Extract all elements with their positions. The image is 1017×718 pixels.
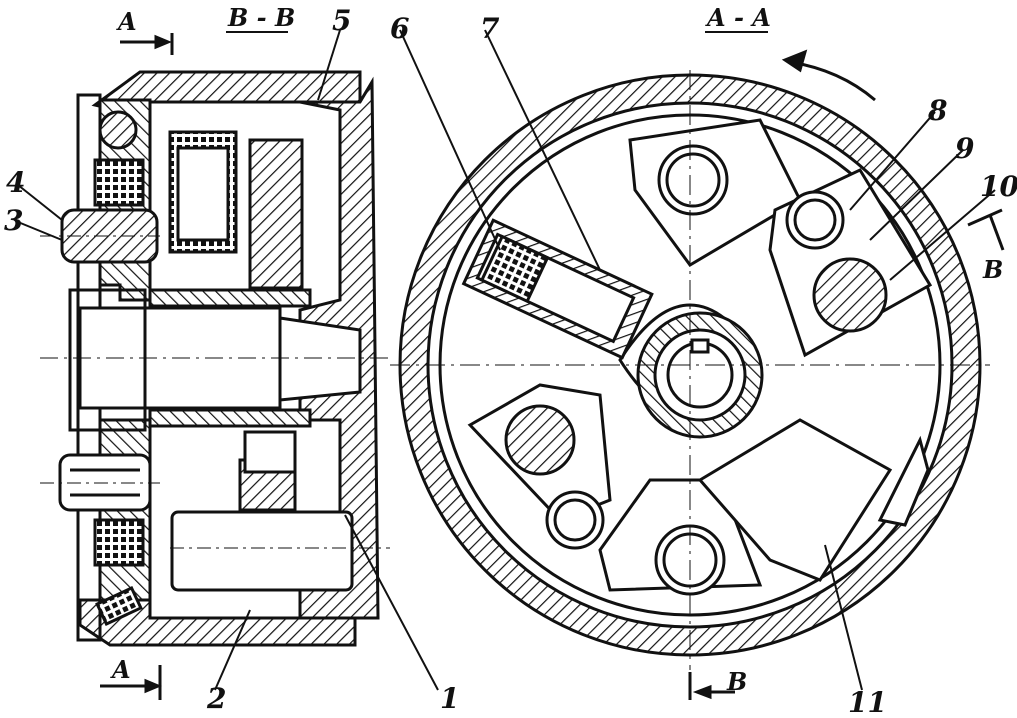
cut-marks-left xyxy=(100,33,174,700)
left-section-view xyxy=(40,70,390,647)
pin-left xyxy=(504,404,576,476)
leader-lines xyxy=(17,29,996,691)
callout-6: 6 xyxy=(390,12,409,45)
callout-2: 2 xyxy=(206,682,226,715)
armature-upper xyxy=(248,138,304,290)
bearing-top xyxy=(98,110,138,150)
callout-8: 8 xyxy=(927,94,947,127)
shaft-collar xyxy=(68,288,147,432)
housing-bottom-wall xyxy=(78,598,357,647)
shaft-taper xyxy=(278,316,362,402)
callout-4: 4 xyxy=(6,166,25,199)
callout-9: 9 xyxy=(955,132,974,165)
callout-7: 7 xyxy=(480,12,500,45)
pin-top xyxy=(657,144,729,216)
coil-small-lower xyxy=(93,518,145,567)
pin-10 xyxy=(812,257,888,333)
callout-11: 11 xyxy=(848,686,887,718)
section-label-left: B - B xyxy=(227,3,295,32)
inner-sleeve xyxy=(148,288,312,308)
callout-1: 1 xyxy=(440,682,459,715)
callout-5: 5 xyxy=(332,4,351,37)
inner-sleeve-lower xyxy=(148,408,312,428)
cut-mark-b-bottom: B xyxy=(726,667,747,696)
right-section-view xyxy=(390,49,990,670)
callout-10: 10 xyxy=(980,170,1017,203)
screw-bottom xyxy=(95,586,143,626)
coil-small-upper xyxy=(93,158,145,207)
section-label-right: A - A xyxy=(705,3,771,32)
cut-mark-a-bottom: A xyxy=(110,655,131,684)
actuator-spring xyxy=(479,234,550,304)
cut-marks-right xyxy=(688,208,1005,700)
shoe-right-lower xyxy=(697,418,893,582)
roller-2 xyxy=(170,510,354,592)
cut-mark-b-right: B xyxy=(982,255,1003,284)
callout-3: 3 xyxy=(4,204,23,237)
rotation-arrow xyxy=(789,60,876,102)
cut-mark-a-top: A xyxy=(116,7,137,36)
